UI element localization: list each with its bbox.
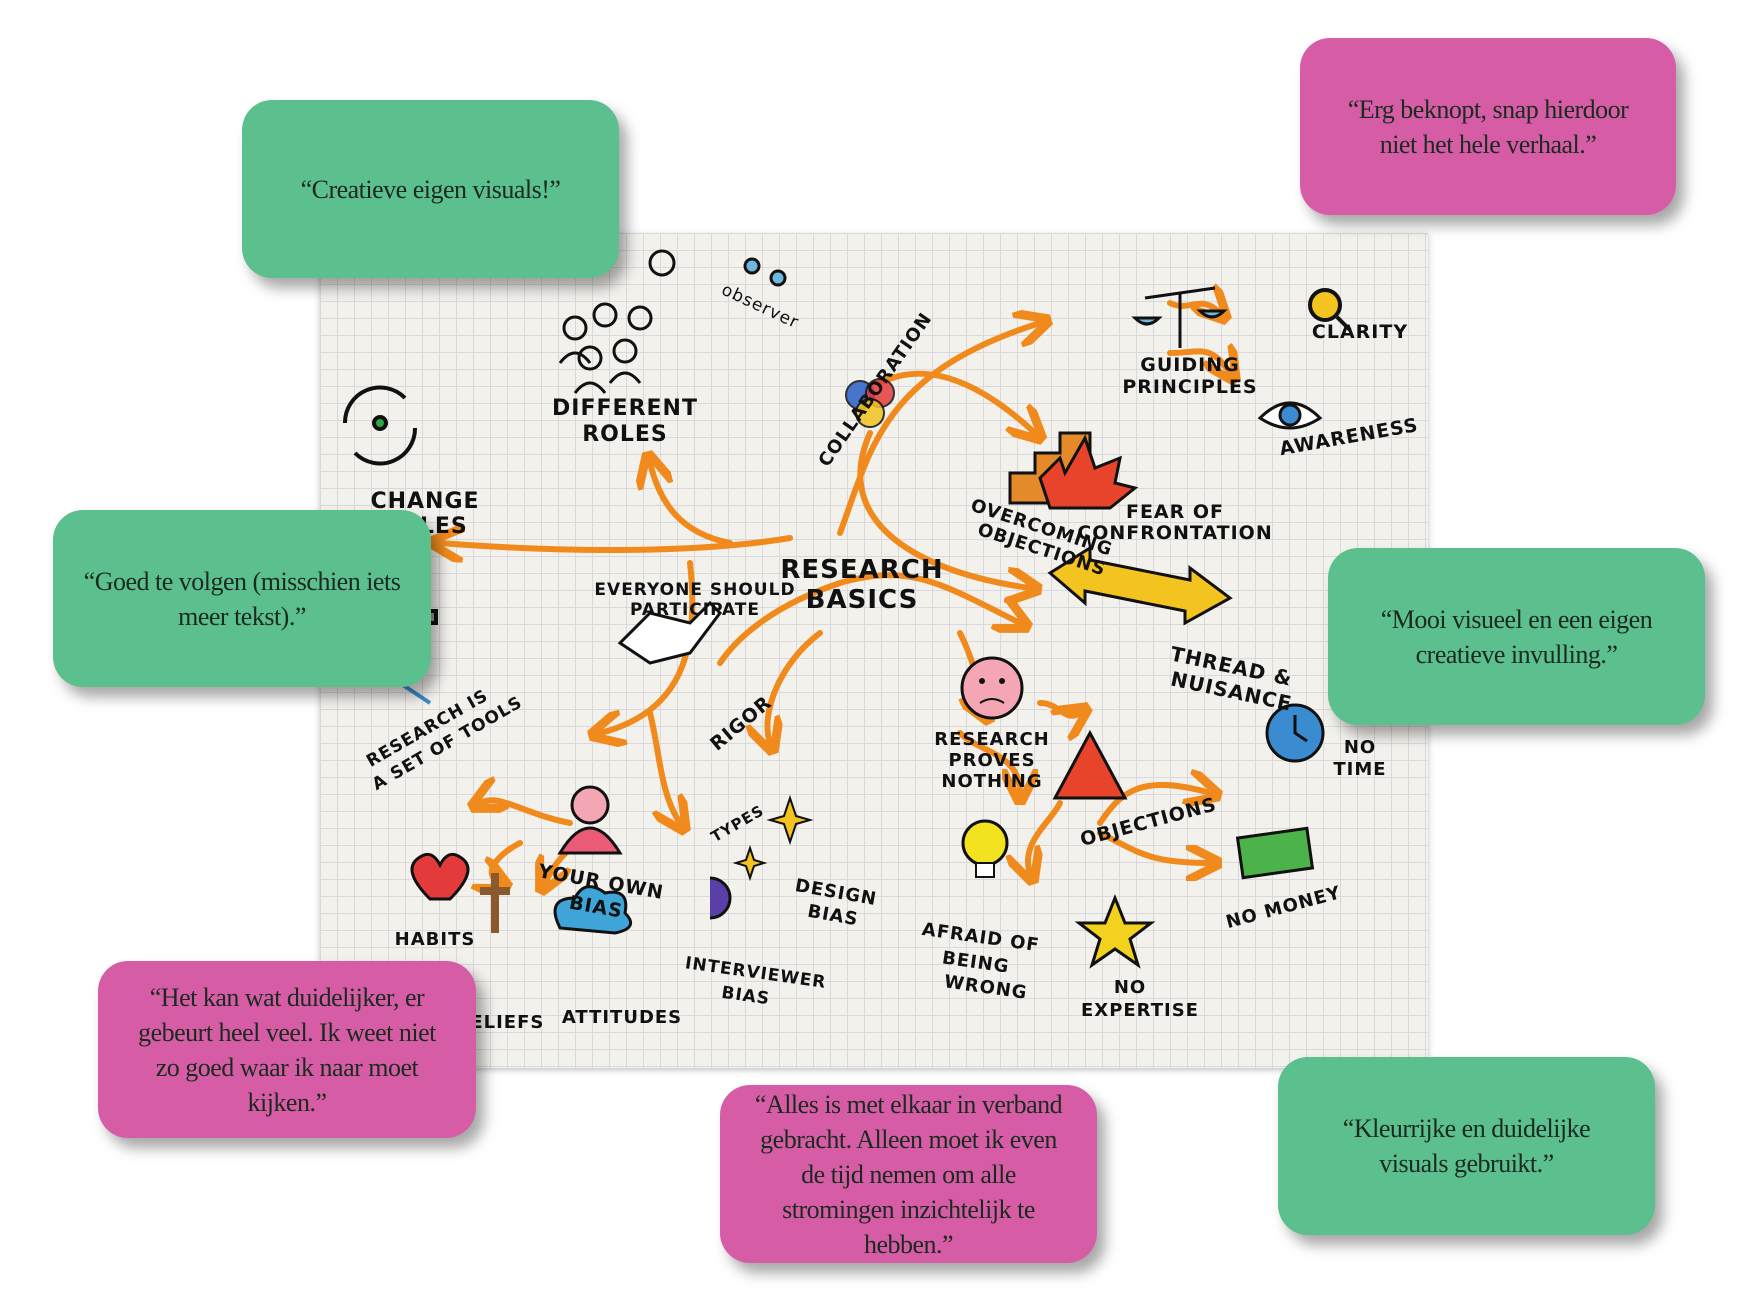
- feedback-text: “Erg beknopt, snap hierdoor niet het hel…: [1347, 94, 1629, 159]
- label-fear-2: CONFRONTATION: [1077, 522, 1272, 544]
- lightbulb-icon: [961, 819, 1009, 878]
- clock-blue-icon: [1265, 703, 1325, 763]
- label-no-expertise-2: EXPERTISE: [1081, 1000, 1199, 1021]
- label-everyone-1: EVERYONE SHOULD: [594, 580, 795, 600]
- label-no-money: NO MONEY: [1224, 882, 1344, 933]
- mindmap-sketch: RESEARCH BASICS author observer DIFFEREN…: [320, 233, 1428, 1068]
- label-no-expertise-1: NO: [1114, 977, 1146, 998]
- label-types: TYPES: [708, 801, 767, 846]
- person-icon: [557, 785, 623, 855]
- label-interviewer-2: BIAS: [720, 983, 771, 1010]
- feedback-text: “Mooi visueel en een eigen creatieve inv…: [1380, 604, 1653, 669]
- handshake-icon: [617, 600, 722, 665]
- label-clarity: CLARITY: [1312, 321, 1408, 343]
- label-no-time-2: TIME: [1333, 759, 1386, 780]
- label-beliefs: BELIEFS: [456, 1012, 545, 1033]
- cross-icon: [480, 873, 510, 933]
- label-afraid-1: AFRAID OF: [921, 919, 1041, 956]
- label-change-roles-1: CHANGE: [370, 489, 479, 514]
- center-title-line1: RESEARCH: [780, 555, 943, 585]
- scale-icon: [1131, 286, 1228, 348]
- double-arrow-icon: [1047, 545, 1233, 626]
- label-different-roles-1: DIFFERENT: [552, 396, 698, 421]
- label-guiding-1: GUIDING: [1140, 354, 1239, 376]
- ear-icon: [709, 876, 732, 920]
- feedback-bubble-goed: “Goed te volgen (misschien iets meer tek…: [53, 510, 431, 687]
- label-proves-1: RESEARCH: [934, 729, 1049, 750]
- feedback-bubble-alles: “Alles is met elkaar in verband gebracht…: [720, 1085, 1097, 1263]
- feedback-bubble-erg: “Erg beknopt, snap hierdoor niet het hel…: [1300, 38, 1676, 215]
- feedback-bubble-kleurrijke: “Kleurrijke en duidelijke visuals gebrui…: [1278, 1057, 1655, 1235]
- warning-icon: [1052, 729, 1128, 800]
- feedback-text: “Creatieve eigen visuals!”: [300, 174, 561, 204]
- sad-face-icon: [960, 656, 1024, 720]
- mindmap-drawing: RESEARCH BASICS author observer DIFFEREN…: [342, 249, 1420, 1033]
- cloud-icon: [553, 885, 633, 935]
- label-proves-2: PROVES: [948, 750, 1035, 771]
- label-guiding-2: PRINCIPLES: [1122, 376, 1257, 398]
- explosion-icon: [1038, 434, 1139, 510]
- label-habits: HABITS: [395, 929, 476, 950]
- label-attitudes: ATTITUDES: [562, 1007, 682, 1028]
- cycle-arrows-icon: [342, 385, 418, 466]
- label-fear-1: FEAR OF: [1126, 501, 1224, 523]
- star-icon: [1074, 893, 1156, 969]
- label-proves-3: NOTHING: [941, 771, 1042, 792]
- label-everyone-2: PARTICIPATE: [630, 600, 760, 620]
- eye-icon: [1257, 401, 1323, 430]
- label-observer: observer: [718, 280, 802, 333]
- glasses-icon: [743, 257, 787, 287]
- heart-icon: [410, 852, 470, 901]
- feedback-text: “Goed te volgen (misschien iets meer tek…: [83, 566, 401, 631]
- feedback-bubble-creatieve: “Creatieve eigen visuals!”: [242, 100, 619, 278]
- feedback-bubble-mooi: “Mooi visueel en een eigen creatieve inv…: [1328, 548, 1705, 725]
- feedback-text: “Het kan wat duidelijker, er gebeurt hee…: [138, 982, 436, 1117]
- magnifier-icon: [1308, 288, 1352, 332]
- people-group-icon: [558, 302, 653, 394]
- feedback-text: “Alles is met elkaar in verband gebracht…: [754, 1089, 1063, 1259]
- sparkle-icon: [732, 794, 814, 882]
- venn-circles-icon: [845, 378, 895, 428]
- arrow-paths: [440, 303, 1230, 883]
- center-title-line2: BASICS: [806, 585, 919, 615]
- feedback-text: “Kleurrijke en duidelijke visuals gebrui…: [1342, 1114, 1591, 1178]
- money-icon: [1235, 826, 1315, 880]
- label-different-roles-2: ROLES: [582, 422, 668, 447]
- clock-icon: [648, 249, 676, 277]
- label-afraid-3: WRONG: [943, 971, 1029, 1003]
- feedback-bubble-het: “Het kan wat duidelijker, er gebeurt hee…: [98, 961, 476, 1138]
- label-no-time-1: NO: [1344, 737, 1376, 758]
